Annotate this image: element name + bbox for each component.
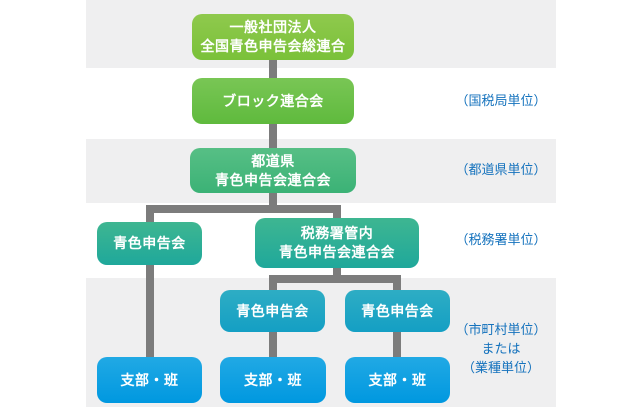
unit-label-prefecture: （都道県単位） <box>455 162 547 177</box>
node-label-line: 一般社団法人 <box>229 19 317 35</box>
unit-label-municipal-line2: または <box>481 341 521 356</box>
connector-to-taxoffice-federation <box>333 205 341 230</box>
node-label-line: 青色申告会連合会 <box>215 171 331 188</box>
connector-aoiro-right-to-branch <box>393 320 401 365</box>
node-label-line: 青色申告会連合会 <box>279 244 395 260</box>
node-block-federation: ブロック連合会 <box>192 78 354 124</box>
node-aoiro-municipal-right: 青色申告会 <box>345 290 450 332</box>
connector-aoiro-mid-to-branch <box>269 320 277 365</box>
connector-to-aoiro-right <box>393 275 401 300</box>
connector-prefecture-down <box>269 175 277 213</box>
connector-to-aoiro-mid <box>269 275 277 300</box>
node-aoiro-municipal-left: 青色申告会 <box>220 290 325 332</box>
unit-label-municipal-line1: （市町村単位） <box>455 322 547 337</box>
node-aoiro-taxoffice-level: 青色申告会 <box>97 222 202 265</box>
node-branch-left: 支部・班 <box>97 357 202 403</box>
connector-block-to-prefecture <box>269 110 277 160</box>
node-prefecture-federation: 都道県 青色申告会連合会 <box>190 148 356 193</box>
node-label-line: ブロック連合会 <box>222 92 324 109</box>
node-label-line: 支部・班 <box>368 371 427 388</box>
node-label-line: 税務署管内 <box>300 225 374 241</box>
unit-label-national-tax-bureau: （国税局単位） <box>455 93 547 108</box>
unit-label-tax-office: （税務署単位） <box>455 232 547 247</box>
node-label-line: 青色申告会 <box>361 302 434 319</box>
connector-to-aoiro-left <box>146 205 154 235</box>
node-branch-right: 支部・班 <box>345 357 450 403</box>
connector-split-horizontal-1 <box>146 205 341 213</box>
node-label-line: 都道県 <box>251 152 295 169</box>
connector-aoiro-left-to-branch <box>146 245 154 370</box>
node-label-line: 支部・班 <box>244 371 302 388</box>
node-national-federation: 一般社団法人 全国青色申告会総連合 <box>192 14 354 60</box>
connector-national-to-block <box>269 40 277 90</box>
node-taxoffice-federation: 税務署管内 青色申告会連合会 <box>255 218 419 268</box>
unit-label-municipal: （市町村単位） または （業種単位） <box>455 320 546 377</box>
node-label-line: 支部・班 <box>120 371 179 388</box>
node-label-line: 青色申告会 <box>113 235 186 251</box>
node-branch-middle: 支部・班 <box>220 357 326 403</box>
node-label-line: 全国青色申告会総連合 <box>200 38 346 54</box>
connector-split-horizontal-2 <box>269 275 401 283</box>
node-label-line: 青色申告会 <box>236 302 309 319</box>
unit-label-municipal-line3: （業種単位） <box>461 360 541 375</box>
